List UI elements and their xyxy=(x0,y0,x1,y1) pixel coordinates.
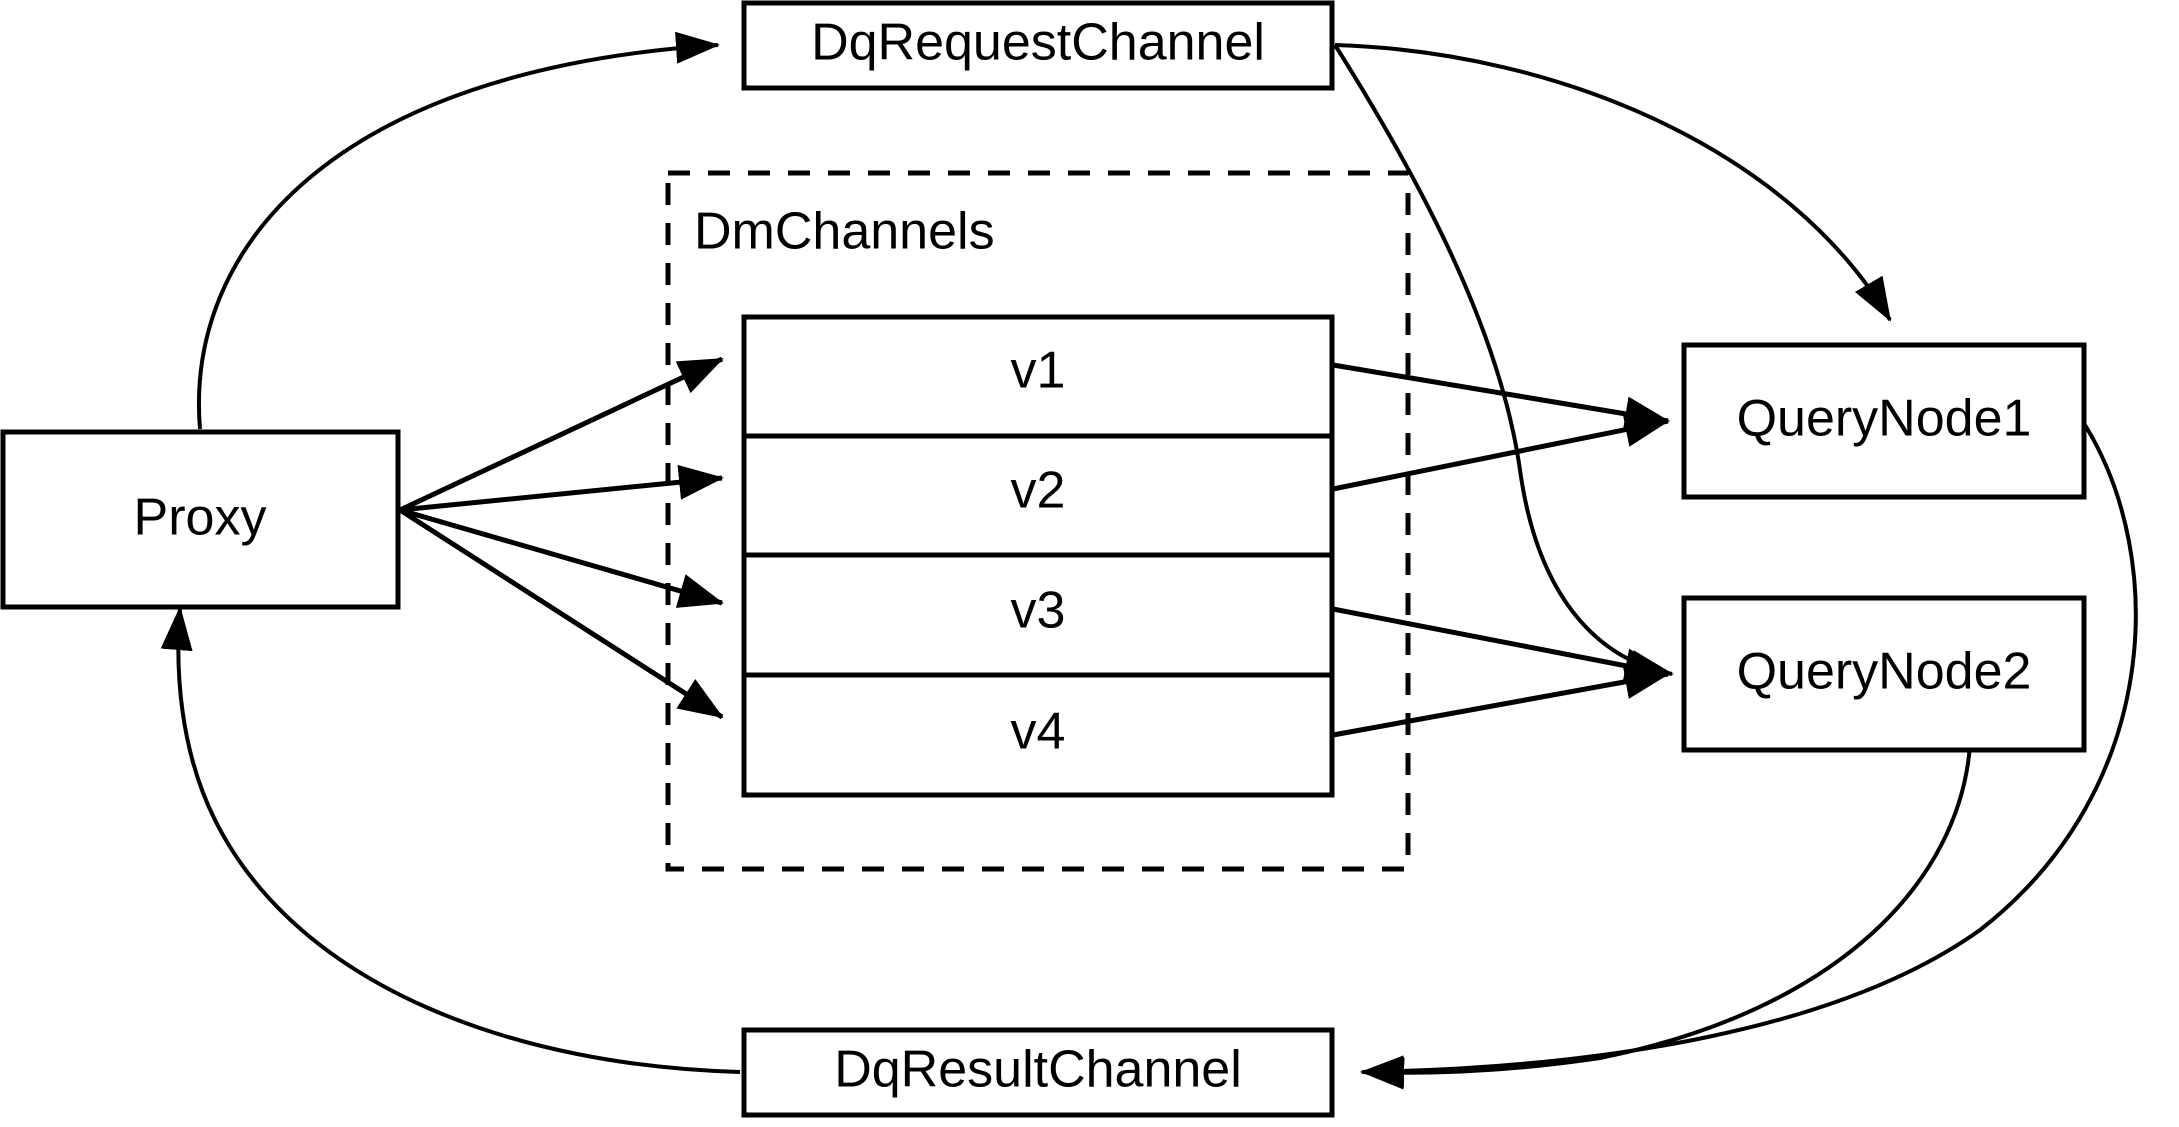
edge-proxy-to-v2 xyxy=(399,464,724,513)
node-querynode2-box[interactable] xyxy=(1681,595,2087,753)
node-dqrequestchannel-label: DqRequestChannel xyxy=(811,14,1265,72)
channel-v1-label: v1 xyxy=(1011,342,1066,400)
channel-v2-label: v2 xyxy=(1011,462,1066,520)
channel-v4-label: v4 xyxy=(1011,703,1066,761)
edge-proxy-to-v1 xyxy=(398,356,724,513)
dmchannels-group-box xyxy=(665,170,1411,872)
edge-proxy-to-dqrequestchannel xyxy=(197,31,720,430)
edge-dqrequestchannel-to-querynode1 xyxy=(1334,43,1892,322)
edge-v3-to-querynode2 xyxy=(1332,606,1670,683)
edge-v1-to-querynode1 xyxy=(1332,362,1670,432)
node-proxy-box[interactable] xyxy=(0,429,401,610)
channel-v3-label: v3 xyxy=(1011,582,1066,640)
node-dqresultchannel-box[interactable] xyxy=(741,1027,1335,1118)
node-dqrequestchannel-box[interactable] xyxy=(741,0,1335,91)
dmchannels-group-label: DmChannels xyxy=(694,203,995,261)
edge-proxy-to-v3 xyxy=(399,507,724,608)
edge-dqrequestchannel-to-querynode2 xyxy=(1333,43,1674,682)
node-dqresultchannel-label: DqResultChannel xyxy=(834,1041,1242,1099)
node-querynode1-box[interactable] xyxy=(1681,342,2087,500)
edge-querynode1-to-dqresultchannel xyxy=(1360,423,2138,1088)
edge-v2-to-querynode1 xyxy=(1332,412,1670,492)
node-querynode2-label: QueryNode2 xyxy=(1737,643,2032,701)
edge-querynode2-to-dqresultchannel xyxy=(1360,744,1972,1090)
edge-v4-to-querynode2 xyxy=(1332,664,1670,738)
node-querynode1-label: QueryNode1 xyxy=(1737,390,2032,448)
edge-proxy-to-v4 xyxy=(398,507,724,720)
edge-dqresultchannel-to-proxy xyxy=(160,606,741,1074)
node-proxy-label: Proxy xyxy=(134,489,267,547)
